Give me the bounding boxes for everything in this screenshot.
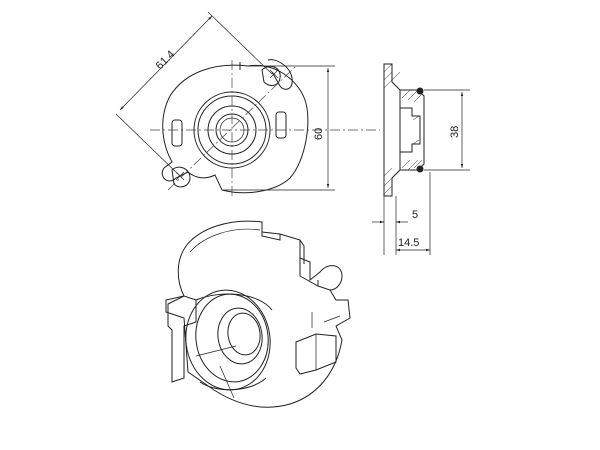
iso-edge-upper <box>189 228 261 253</box>
front-ear-top <box>239 59 293 90</box>
dim-diagonal-ext-a <box>207 11 273 75</box>
side-hub-hatch <box>401 89 423 171</box>
side-bore <box>400 107 421 153</box>
side-flange-hatch <box>383 63 401 195</box>
dim-diagonal-line <box>119 15 213 111</box>
front-tab-right <box>275 111 287 139</box>
dim-depth-small-label: 5 <box>412 209 418 221</box>
iso-tab-left <box>167 295 197 383</box>
side-flange <box>383 63 401 197</box>
front-tab-left <box>171 119 183 147</box>
iso-inner-line-1 <box>195 345 237 357</box>
front-hole-cross-top <box>269 69 279 79</box>
iso-notch-top <box>261 222 305 264</box>
isometric-view <box>165 220 351 408</box>
iso-tab-right <box>295 333 337 375</box>
iso-bore-inner <box>227 312 261 356</box>
iso-ear <box>299 258 331 291</box>
iso-hub-side <box>195 293 273 391</box>
dim-side-label: 38 <box>449 126 461 138</box>
side-view: 38 5 14.5 <box>372 63 470 255</box>
iso-back-plate <box>165 220 351 408</box>
dim-front-label: 60 <box>313 128 325 140</box>
front-view: 61.4 60 <box>115 11 380 196</box>
dim-depth-total-label: 14.5 <box>398 237 419 249</box>
dim-diagonal-label: 61.4 <box>154 48 178 72</box>
side-oring-top <box>416 87 424 95</box>
front-centerline-diag <box>167 65 297 191</box>
iso-inner-line-2 <box>219 365 235 399</box>
front-slot-bottom <box>171 166 191 188</box>
dim-diagonal-ext-b <box>115 113 181 177</box>
iso-edge-right <box>311 312 341 328</box>
side-hub <box>400 89 425 171</box>
front-slot-top <box>261 65 281 86</box>
iso-bore-outer <box>217 307 263 365</box>
side-oring-bottom <box>416 165 424 173</box>
